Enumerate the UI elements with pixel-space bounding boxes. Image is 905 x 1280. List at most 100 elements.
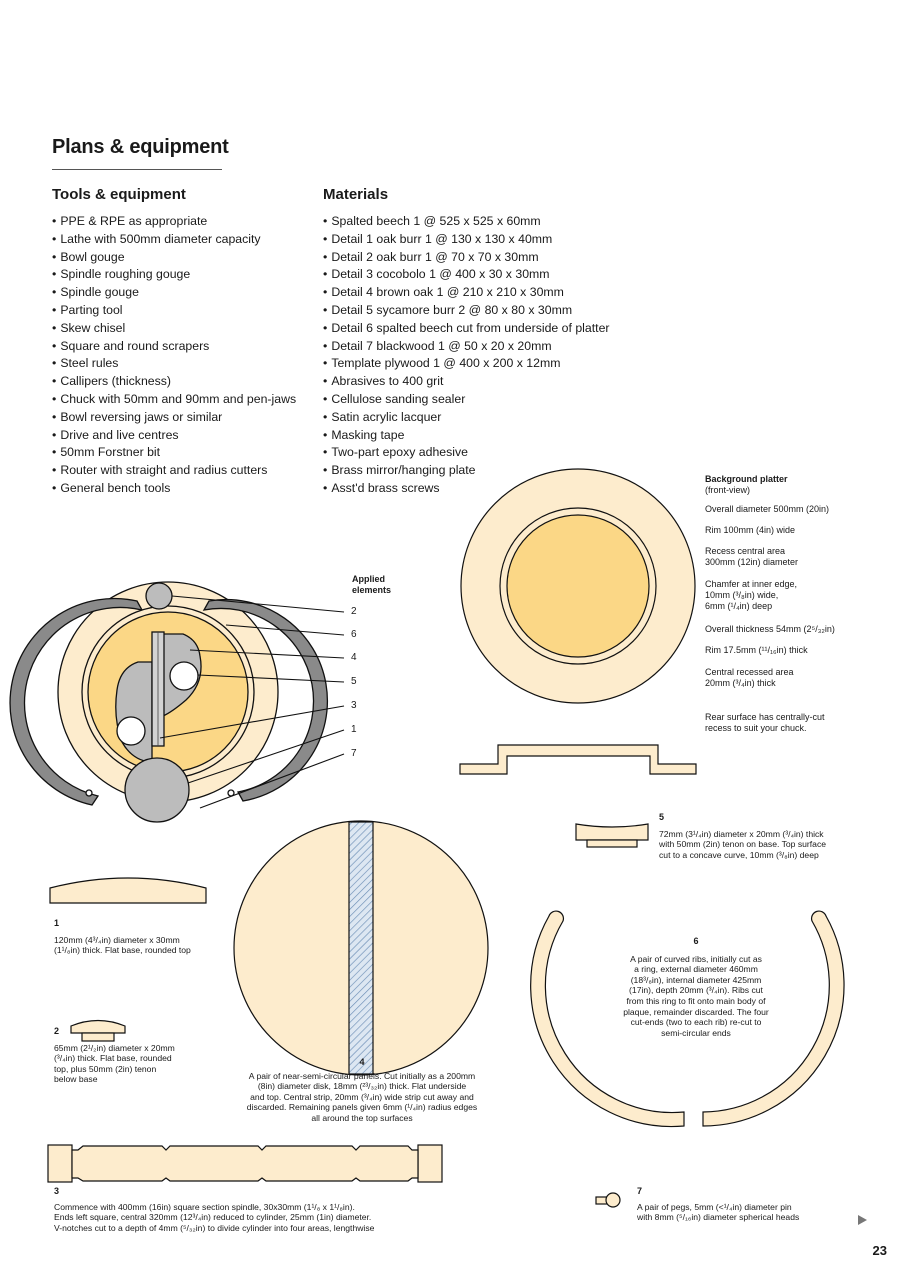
page-number: 23 (872, 1243, 887, 1258)
list-item: Detail 4 brown oak 1 @ 210 x 210 x 30mm (323, 284, 610, 302)
tools-list: PPE & RPE as appropriate Lathe with 500m… (52, 213, 296, 498)
assembly-rib-right (202, 598, 329, 802)
title-rule (52, 169, 222, 170)
caption-line: all around the top surfaces (311, 1112, 413, 1123)
list-item: Chuck with 50mm and 90mm and pen-jaws (52, 391, 296, 409)
platter-spec: Overall thickness 54mm (2⁵/₃₂in) (705, 624, 835, 634)
list-item: Spindle gouge (52, 284, 296, 302)
platter-subtitle: (front-view) (705, 485, 751, 495)
caption-line: plaque, remainder discarded. The four (623, 1006, 769, 1017)
platter-spec: 300mm (12in) diameter (705, 557, 799, 567)
caption-line: 65mm (2¹/₂in) diameter x 20mm (54, 1042, 175, 1053)
caption-line: semi-circular ends (661, 1027, 731, 1038)
caption-line: top, plus 50mm (2in) tenon (54, 1063, 157, 1074)
platter-spec: Rim 17.5mm (¹¹/₁₆in) thick (705, 645, 808, 655)
assembly-knob-top (145, 582, 173, 610)
caption-line: A pair of curved ribs, initially cut as (630, 953, 762, 964)
leader-lines (159, 595, 345, 809)
detail-2-profile (70, 1019, 126, 1042)
list-item: Bowl reversing jaws or similar (52, 409, 296, 427)
list-item: Asst'd brass screws (323, 480, 610, 498)
detail-number: 4 (359, 1057, 365, 1067)
list-item: General bench tools (52, 480, 296, 498)
detail-4-caption: 4 A pair of near-semi-circular panels. C… (226, 1057, 498, 1124)
page-title: Plans & equipment (52, 136, 229, 158)
list-item: Satin acrylic lacquer (323, 409, 610, 427)
detail-3-spindle (47, 1144, 443, 1183)
list-item: Skew chisel (52, 320, 296, 338)
list-item: Detail 5 sycamore burr 2 @ 80 x 80 x 30m… (323, 302, 610, 320)
platter-front-view (460, 468, 696, 704)
caption-line: 72mm (3¹/₄in) diameter x 20mm (³/₄in) th… (659, 828, 824, 839)
caption-line: with 50mm (2in) tenon on base. Top surfa… (659, 839, 827, 850)
applied-title-line: Applied (352, 574, 385, 584)
list-item: Lathe with 500mm diameter capacity (52, 231, 296, 249)
callout-label: 2 (351, 606, 357, 617)
detail-1-profile (49, 877, 207, 904)
list-item: Masking tape (323, 427, 610, 445)
caption-line: 120mm (4³/₄in) diameter x 30mm (54, 934, 180, 945)
caption-line: from this ring to fit onto main body of (626, 995, 766, 1006)
caption-line: and top. Central strip, 20mm (³/₄in) wid… (250, 1091, 474, 1102)
list-item: Brass mirror/hanging plate (323, 462, 610, 480)
detail-number: 7 (637, 1186, 643, 1196)
detail-5-profile (575, 823, 649, 848)
caption-line: (1¹/₈in) thick. Flat base, rounded top (54, 945, 191, 956)
detail-7-peg (595, 1192, 621, 1208)
platter-spec: 6mm (¹/₄in) deep (705, 601, 773, 611)
platter-spec: Recess central area (705, 546, 786, 556)
caption-line: (³/₄in) thick. Flat base, rounded (54, 1053, 172, 1064)
platter-spec: Rear surface has centrally-cut (705, 712, 825, 722)
list-item: Spindle roughing gouge (52, 266, 296, 284)
list-item: Square and round scrapers (52, 338, 296, 356)
list-item: PPE & RPE as appropriate (52, 213, 296, 231)
list-item: Drive and live centres (52, 427, 296, 445)
caption-line: (8in) diameter disk, 18mm (²³/₃₂in) thic… (257, 1081, 467, 1092)
list-item: Cellulose sanding sealer (323, 391, 610, 409)
detail-number: 3 (54, 1186, 60, 1196)
list-item: Abrasives to 400 grit (323, 373, 610, 391)
caption-line: (18³/₈in), internal diameter 425mm (630, 974, 762, 985)
detail-3-caption: 3 Commence with 400mm (16in) square sect… (54, 1186, 374, 1233)
platter-spec: Central recessed area (705, 667, 794, 677)
detail-number: 5 (659, 812, 665, 822)
platter-spec: 10mm (³/₈in) wide, (705, 590, 779, 600)
platter-side-profile (459, 744, 697, 775)
detail-6-rib (530, 910, 845, 1128)
caption-line: Ends left square, central 320mm (12³/₄in… (54, 1212, 372, 1223)
detail-number: 2 (54, 1026, 60, 1036)
assembly-drawing (9, 581, 329, 823)
list-item: Detail 7 blackwood 1 @ 50 x 20 x 20mm (323, 338, 610, 356)
callout-label: 4 (351, 652, 357, 663)
caption-line: discarded. Remaining panels given 6mm (¹… (246, 1102, 478, 1113)
list-item: Detail 6 spalted beech cut from undersid… (323, 320, 609, 338)
assembly-rib-left (9, 597, 144, 806)
list-item: Steel rules (52, 355, 296, 373)
caption-line: with 8mm (⁵/₁₆in) diameter spherical hea… (637, 1212, 800, 1223)
caption-line: cut-ends (two to each rib) re-cut to (630, 1017, 762, 1028)
callout-label: 6 (351, 629, 357, 640)
detail-number: 6 (693, 936, 699, 946)
caption-line: below base (54, 1074, 98, 1085)
detail-4-disk (233, 820, 489, 1076)
applied-title-line: elements (352, 585, 392, 595)
next-page-arrow-icon[interactable] (858, 1215, 867, 1225)
callout-label: 7 (351, 748, 357, 759)
detail-7-caption: 7 A pair of pegs, 5mm (<¹/₄in) diameter … (637, 1186, 799, 1223)
materials-list: Spalted beech 1 @ 525 x 525 x 60mm Detai… (323, 213, 610, 498)
materials-heading: Materials (323, 186, 389, 203)
caption-line: A pair of pegs, 5mm (<¹/₄in) diameter pi… (637, 1201, 792, 1212)
detail-5-caption: 5 72mm (3¹/₄in) diameter x 20mm (³/₄in) … (659, 812, 826, 860)
list-item: Detail 1 oak burr 1 @ 130 x 130 x 40mm (323, 231, 610, 249)
assembly-peg-left (85, 789, 93, 797)
caption-line: Commence with 400mm (16in) square sectio… (54, 1201, 355, 1212)
platter-spec: Rim 100mm (4in) wide (705, 525, 796, 535)
list-item: Callipers (thickness) (52, 373, 296, 391)
applied-elements-title: Applied elements (352, 574, 391, 596)
callout-label: 3 (351, 700, 357, 711)
assembly-insert-upper (169, 661, 199, 691)
assembly-insert-lower (116, 716, 146, 746)
caption-line: V-notches cut to a depth of 4mm (⁵/₃₂in)… (54, 1222, 375, 1233)
platter-spec: recess to suit your chuck. (705, 723, 807, 733)
